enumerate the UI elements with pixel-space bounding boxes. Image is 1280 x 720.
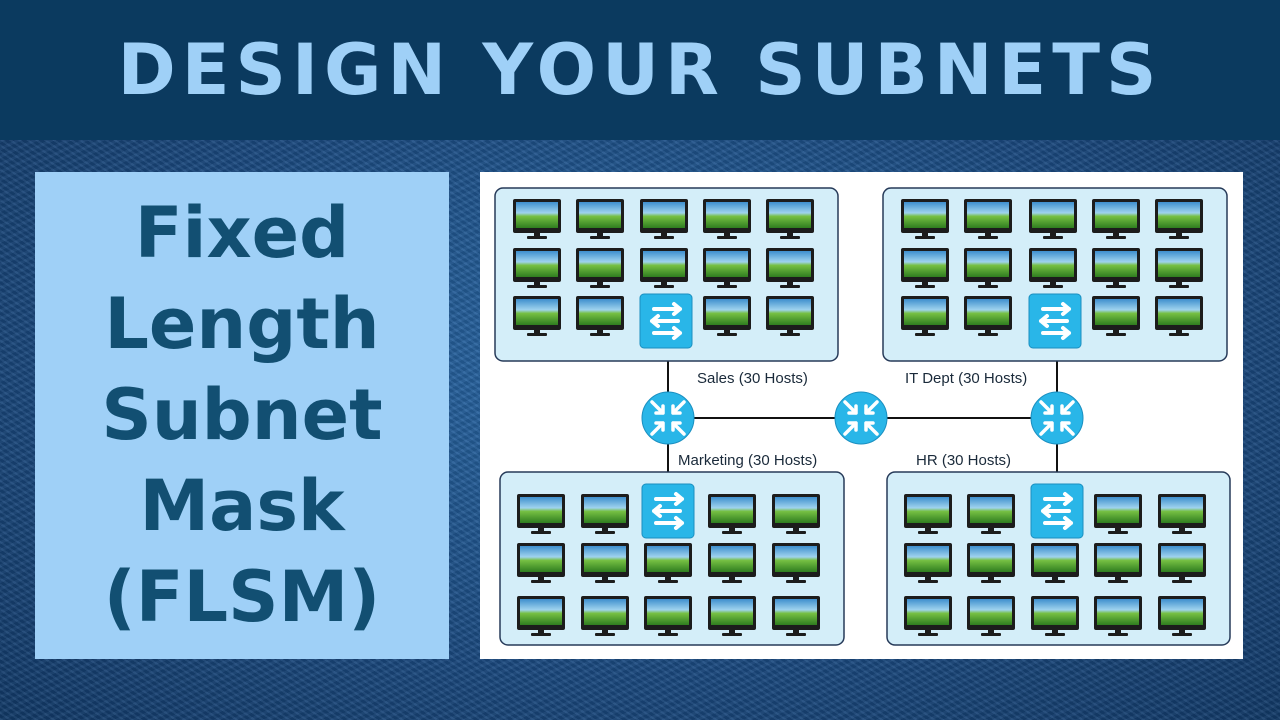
computer-monitor-icon bbox=[964, 199, 1012, 239]
computer-monitor-icon bbox=[1094, 596, 1142, 636]
computer-monitor-icon bbox=[967, 596, 1015, 636]
computer-monitor-icon bbox=[517, 494, 565, 534]
computer-monitor-icon bbox=[964, 248, 1012, 288]
computer-monitor-icon bbox=[1029, 248, 1077, 288]
computer-monitor-icon bbox=[1155, 296, 1203, 336]
computer-monitor-icon bbox=[581, 494, 629, 534]
computer-monitor-icon bbox=[1029, 199, 1077, 239]
computer-monitor-icon bbox=[766, 248, 814, 288]
router-icon bbox=[833, 390, 889, 446]
computer-monitor-icon bbox=[708, 543, 756, 583]
switch-icon bbox=[638, 292, 694, 350]
lan-hosts-sales bbox=[513, 199, 814, 350]
computer-monitor-icon bbox=[1092, 248, 1140, 288]
computer-monitor-icon bbox=[517, 543, 565, 583]
router-icon bbox=[1029, 390, 1085, 446]
computer-monitor-icon bbox=[1155, 248, 1203, 288]
computer-monitor-icon bbox=[703, 296, 751, 336]
panel-line-1: Fixed bbox=[134, 192, 350, 274]
computer-monitor-icon bbox=[901, 296, 949, 336]
switch-icon bbox=[1027, 292, 1083, 350]
computer-monitor-icon bbox=[1094, 543, 1142, 583]
computer-monitor-icon bbox=[644, 596, 692, 636]
computer-monitor-icon bbox=[1158, 494, 1206, 534]
computer-monitor-icon bbox=[904, 543, 952, 583]
computer-monitor-icon bbox=[513, 199, 561, 239]
computer-monitor-icon bbox=[901, 199, 949, 239]
router-icon bbox=[640, 390, 696, 446]
computer-monitor-icon bbox=[904, 596, 952, 636]
computer-monitor-icon bbox=[772, 543, 820, 583]
computer-monitor-icon bbox=[576, 199, 624, 239]
computer-monitor-icon bbox=[772, 494, 820, 534]
label-hr: HR (30 Hosts) bbox=[916, 452, 1011, 469]
label-marketing: Marketing (30 Hosts) bbox=[678, 452, 817, 469]
lan-hosts-hr bbox=[904, 482, 1206, 636]
computer-monitor-icon bbox=[640, 248, 688, 288]
computer-monitor-icon bbox=[644, 543, 692, 583]
computer-monitor-icon bbox=[640, 199, 688, 239]
network-diagram-panel: Sales (30 Hosts) IT Dept (30 Hosts) Mark… bbox=[480, 172, 1243, 659]
switch-icon bbox=[640, 482, 696, 540]
computer-monitor-icon bbox=[1092, 199, 1140, 239]
computer-monitor-icon bbox=[708, 494, 756, 534]
panel-line-5: (FLSM) bbox=[103, 556, 381, 638]
computer-monitor-icon bbox=[1031, 543, 1079, 583]
computer-monitor-icon bbox=[1094, 494, 1142, 534]
computer-monitor-icon bbox=[1158, 543, 1206, 583]
network-diagram: Sales (30 Hosts) IT Dept (30 Hosts) Mark… bbox=[494, 187, 1231, 646]
computer-monitor-icon bbox=[581, 596, 629, 636]
label-it-dept: IT Dept (30 Hosts) bbox=[905, 370, 1027, 387]
computer-monitor-icon bbox=[703, 248, 751, 288]
panel-line-2: Length bbox=[104, 283, 380, 365]
switch-icon bbox=[1029, 482, 1085, 540]
computer-monitor-icon bbox=[708, 596, 756, 636]
banner-title: DESIGN YOUR SUBNETS bbox=[117, 29, 1163, 111]
computer-monitor-icon bbox=[1092, 296, 1140, 336]
panel-line-3: Subnet bbox=[101, 374, 383, 456]
computer-monitor-icon bbox=[581, 543, 629, 583]
computer-monitor-icon bbox=[576, 248, 624, 288]
computer-monitor-icon bbox=[766, 199, 814, 239]
computer-monitor-icon bbox=[513, 248, 561, 288]
lan-hosts-marketing bbox=[517, 482, 820, 636]
computer-monitor-icon bbox=[904, 494, 952, 534]
computer-monitor-icon bbox=[1155, 199, 1203, 239]
computer-monitor-icon bbox=[766, 296, 814, 336]
computer-monitor-icon bbox=[513, 296, 561, 336]
computer-monitor-icon bbox=[967, 494, 1015, 534]
lan-hosts-it bbox=[901, 199, 1203, 350]
computer-monitor-icon bbox=[576, 296, 624, 336]
computer-monitor-icon bbox=[703, 199, 751, 239]
label-sales: Sales (30 Hosts) bbox=[697, 370, 808, 387]
computer-monitor-icon bbox=[964, 296, 1012, 336]
computer-monitor-icon bbox=[901, 248, 949, 288]
computer-monitor-icon bbox=[772, 596, 820, 636]
title-banner: DESIGN YOUR SUBNETS bbox=[0, 0, 1280, 140]
computer-monitor-icon bbox=[1158, 596, 1206, 636]
computer-monitor-icon bbox=[967, 543, 1015, 583]
panel-line-4: Mask bbox=[139, 465, 345, 547]
computer-monitor-icon bbox=[1031, 596, 1079, 636]
computer-monitor-icon bbox=[517, 596, 565, 636]
subnet-method-panel: Fixed Length Subnet Mask (FLSM) bbox=[35, 172, 449, 659]
